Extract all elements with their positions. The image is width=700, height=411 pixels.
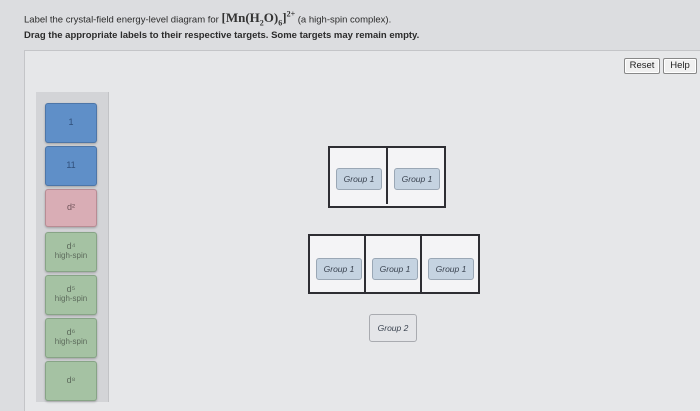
lower-level-target-group: Group 1 Group 1 Group 1 bbox=[308, 234, 480, 294]
lower-target-3[interactable]: Group 1 bbox=[428, 258, 474, 280]
upper-orbital-slot-1[interactable] bbox=[330, 148, 388, 204]
instruction-text: Drag the appropriate labels to their res… bbox=[24, 30, 420, 41]
label-tile-d8[interactable]: d⁸ bbox=[45, 361, 97, 401]
upper-target-2[interactable]: Group 1 bbox=[394, 168, 440, 190]
lower-divider-1 bbox=[364, 236, 366, 292]
lower-divider-2 bbox=[420, 236, 422, 292]
reset-button[interactable]: Reset bbox=[624, 58, 660, 74]
label-tile-d2[interactable]: d² bbox=[45, 189, 97, 227]
label-tile-d4-high-spin[interactable]: d⁴ high-spin bbox=[45, 232, 97, 272]
upper-level-target-group: Group 1 Group 1 bbox=[328, 146, 446, 208]
lower-target-2[interactable]: Group 1 bbox=[372, 258, 418, 280]
drag-drop-workspace bbox=[24, 50, 700, 411]
upper-target-1[interactable]: Group 1 bbox=[336, 168, 382, 190]
label-tile-paired-electrons[interactable]: 11 bbox=[45, 146, 97, 186]
question-text: Label the crystal-field energy-level dia… bbox=[24, 10, 391, 28]
question-prefix: Label the crystal-field energy-level dia… bbox=[24, 14, 219, 26]
question-suffix: (a high-spin complex). bbox=[297, 14, 392, 26]
help-button[interactable]: Help bbox=[663, 58, 697, 74]
complex-formula: [Mn(H2O)6]2+ bbox=[221, 10, 296, 28]
label-tile-d6-high-spin[interactable]: d⁶ high-spin bbox=[45, 318, 97, 358]
label-tile-one-electron[interactable]: 1 bbox=[45, 103, 97, 143]
group-2-target[interactable]: Group 2 bbox=[369, 314, 417, 342]
lower-target-1[interactable]: Group 1 bbox=[316, 258, 362, 280]
label-tile-d5-high-spin[interactable]: d⁵ high-spin bbox=[45, 275, 97, 315]
complex-charge: 2+ bbox=[286, 10, 296, 19]
label-bank: 1 11 d² d⁴ high-spin d⁵ high-spin d⁶ hig… bbox=[36, 92, 109, 402]
